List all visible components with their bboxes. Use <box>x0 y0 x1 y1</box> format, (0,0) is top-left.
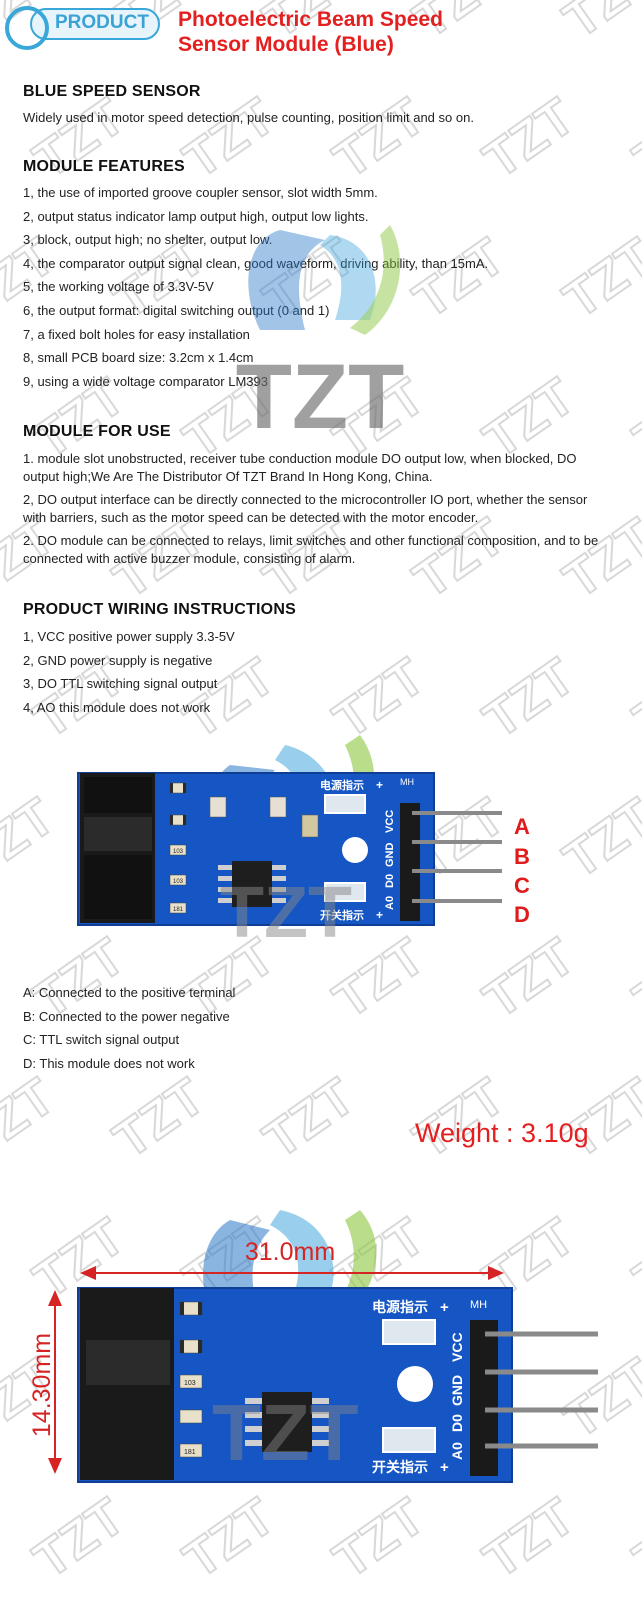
list-item: 9, using a wide voltage comparator LM393 <box>23 373 268 389</box>
resistor-code: 103 <box>184 1380 196 1387</box>
list-item: 5, the working voltage of 3.3V-5V <box>23 279 214 295</box>
list-item: 2, output status indicator lamp output h… <box>23 208 369 224</box>
use-heading: MODULE FOR USE <box>23 423 171 440</box>
badge-circle-icon <box>5 6 49 50</box>
list-item: 2. DO module can be connected to relays,… <box>23 533 599 566</box>
watermark-text: TZT <box>324 88 436 190</box>
watermark-text: TZT <box>554 0 642 50</box>
pin-letter-a: A <box>514 814 530 839</box>
pin-label: A0 <box>449 1442 465 1460</box>
resistor-code: 103 <box>173 879 184 885</box>
list-item: C: TTL switch signal output <box>23 1032 180 1047</box>
list-item: 4, the comparator output signal clean, g… <box>23 255 489 271</box>
tzt-big-text: TZT <box>236 346 405 445</box>
plus-sign: + <box>376 908 383 922</box>
watermark-text: TZT <box>104 1068 216 1170</box>
dimension-illustration: 31.0mm 14.30mm 103 181 电源指示 开关指示 + + MH … <box>28 1210 598 1483</box>
list-item: D: This module does not work <box>23 1055 195 1071</box>
list-item: 3, block, output high; no shelter, outpu… <box>23 232 273 248</box>
features-heading: MODULE FEATURES <box>23 158 185 175</box>
tzt-board-watermark: TZT <box>220 873 352 953</box>
pin-letter-d: D <box>514 902 530 927</box>
features-list: 1, the use of imported groove coupler se… <box>23 184 623 396</box>
pin-label: VCC <box>384 810 396 833</box>
watermark-text: TZT <box>0 1068 65 1170</box>
list-item: 2, DO output interface can be directly c… <box>23 492 588 525</box>
pin-label: GND <box>449 1375 465 1406</box>
list-item: 7, a fixed bolt holes for easy installat… <box>23 326 250 342</box>
page-title: Photoelectric Beam Speed Sensor Module (… <box>178 7 443 57</box>
list-item: B: Connected to the power negative <box>23 1008 230 1024</box>
plus-sign: + <box>440 1299 449 1316</box>
pin-letter-b: B <box>514 844 530 869</box>
watermark-text: TZT <box>474 1488 586 1590</box>
list-item: 4, AO this module does not work <box>23 699 211 715</box>
list-item: 1, VCC positive power supply 3.3-5V <box>23 629 235 644</box>
pin-letter-c: C <box>514 873 530 898</box>
use-list: 1. module slot unobstructed, receiver tu… <box>23 450 613 568</box>
plus-sign: + <box>440 1459 449 1476</box>
watermark-text: TZT <box>624 928 642 1030</box>
watermark-text: TZT <box>24 1488 136 1590</box>
pin-label: D0 <box>384 874 396 888</box>
header-label: MH <box>470 1299 487 1311</box>
watermark-text: TZT <box>554 788 642 890</box>
watermark-text: TZT <box>624 1488 642 1590</box>
list-item: 8, small PCB board size: 3.2cm x 1.4cm <box>23 350 254 366</box>
watermark-text: TZT <box>624 88 642 190</box>
title-line-2: Sensor Module (Blue) <box>178 33 394 56</box>
list-item: 1, the use of imported groove coupler se… <box>23 185 378 200</box>
watermark-text: TZT <box>174 88 286 190</box>
header-label: MH <box>400 777 414 787</box>
pin-label: A0 <box>384 896 396 910</box>
width-dimension-label: 31.0mm <box>245 1238 335 1266</box>
watermark-text: TZT <box>624 368 642 470</box>
pin-label: VCC <box>449 1332 465 1362</box>
wiring-list: 1, VCC positive power supply 3.3-5V 2, G… <box>23 628 235 722</box>
watermark-text: TZT <box>254 1068 366 1170</box>
list-item: 2, GND power supply is negative <box>23 652 213 668</box>
product-badge-label: PRODUCT <box>55 12 149 33</box>
watermark-text: TZT <box>174 1488 286 1590</box>
resistor-code: 181 <box>184 1449 196 1456</box>
intro-heading: BLUE SPEED SENSOR <box>23 83 201 100</box>
resistor-code: 103 <box>173 849 184 855</box>
tzt-logo-watermark: TZT <box>236 225 405 445</box>
watermark-text: TZT <box>0 788 65 890</box>
title-line-1: Photoelectric Beam Speed <box>178 8 443 31</box>
tzt-board-watermark: TZT <box>212 1388 359 1477</box>
height-dimension-label: 14.30mm <box>28 1333 56 1437</box>
watermark-text: TZT <box>474 88 586 190</box>
switch-indicator-label: 开关指示 <box>320 908 364 922</box>
plus-sign: + <box>376 778 383 792</box>
product-badge <box>30 8 160 40</box>
list-item: 1. module slot unobstructed, receiver tu… <box>23 451 577 484</box>
list-item: 6, the output format: digital switching … <box>23 302 330 318</box>
list-item: A: Connected to the positive terminal <box>23 985 236 1000</box>
pin-label: D0 <box>449 1414 465 1432</box>
pin-legend: A: Connected to the positive terminal B:… <box>23 984 235 1078</box>
sensor-board-illustration: 103 103 181 电源指示 开关指示 + + MH VCC GND D0 … <box>77 735 502 953</box>
list-item: 3, DO TTL switching signal output <box>23 676 218 691</box>
switch-indicator-label: 开关指示 <box>372 1459 428 1476</box>
power-indicator-label: 电源指示 <box>320 778 364 792</box>
watermark-text: TZT <box>624 648 642 750</box>
wiring-heading: PRODUCT WIRING INSTRUCTIONS <box>23 601 296 618</box>
pin-label: GND <box>384 843 396 868</box>
resistor-code: 181 <box>173 907 184 913</box>
weight-label: Weight : 3.10g <box>415 1118 589 1148</box>
watermark-text: TZT <box>324 1488 436 1590</box>
intro-text: Widely used in motor speed detection, pu… <box>23 110 474 125</box>
power-indicator-label: 电源指示 <box>372 1299 428 1316</box>
